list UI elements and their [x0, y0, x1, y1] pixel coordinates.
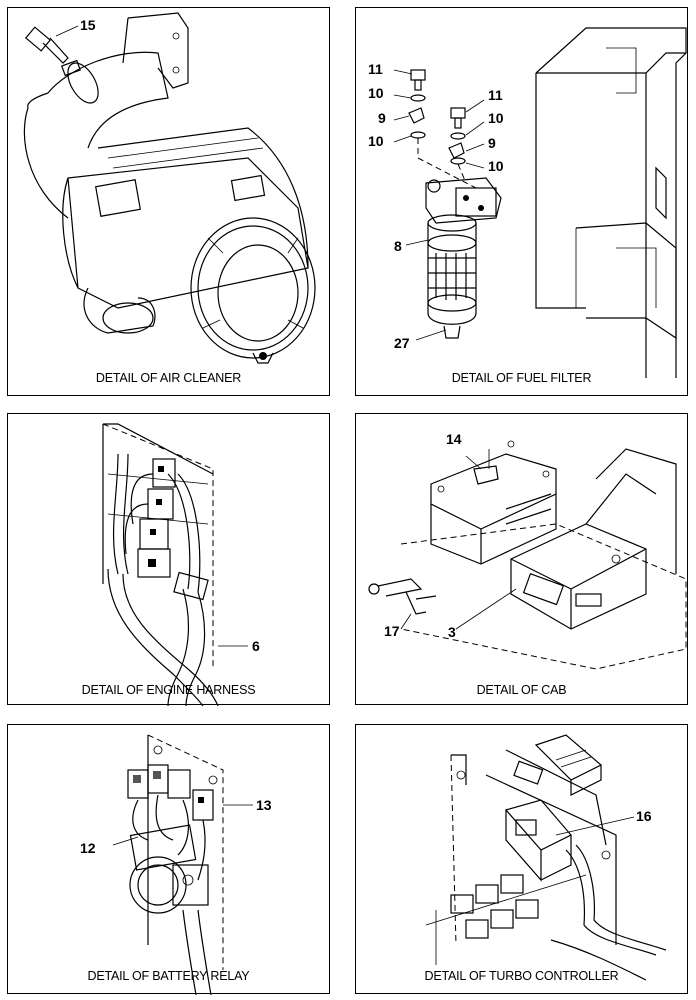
- cab-drawing: 14 17 3: [368, 431, 687, 670]
- panel-battery-relay: 13 12 DETAIL OF BATTERY RELAY: [7, 724, 330, 995]
- callout-3: 3: [448, 624, 456, 640]
- callout-9-a: 9: [378, 110, 386, 126]
- callout-10-a: 10: [368, 85, 384, 101]
- callout-11-b: 11: [488, 87, 503, 103]
- panel-engine-harness: 6 DETAIL OF ENGINE HARNESS: [7, 413, 330, 706]
- turbo-controller-drawing: 16: [425, 734, 667, 981]
- callout-10-b: 10: [368, 133, 384, 149]
- caption-engine-harness: DETAIL OF ENGINE HARNESS: [81, 683, 256, 697]
- panel-turbo-controller: 16 DETAIL OF TURBO CONTROLLER: [355, 724, 688, 994]
- panel-fuel-filter: 11 10 9 10 11 10 9 10 8 27 DETAIL OF FUE…: [355, 7, 688, 396]
- callout-14: 14: [446, 431, 462, 447]
- callout-16: 16: [636, 808, 652, 824]
- caption-cab: DETAIL OF CAB: [476, 683, 567, 697]
- callout-9-b: 9: [488, 135, 496, 151]
- callout-6: 6: [252, 638, 260, 654]
- air-cleaner-drawing: 15: [23, 12, 316, 364]
- callout-11-a: 11: [368, 61, 383, 77]
- caption-battery-relay: DETAIL OF BATTERY RELAY: [87, 969, 250, 983]
- panel-cab: 14 17 3 DETAIL OF CAB: [355, 413, 688, 705]
- battery-relay-drawing: 13 12: [80, 734, 272, 995]
- callout-10-c: 10: [488, 110, 504, 126]
- callout-27: 27: [394, 335, 410, 351]
- callout-12: 12: [80, 840, 96, 856]
- callout-13: 13: [256, 797, 272, 813]
- caption-fuel-filter: DETAIL OF FUEL FILTER: [451, 371, 592, 385]
- callout-10-d: 10: [488, 158, 504, 174]
- caption-turbo-controller: DETAIL OF TURBO CONTROLLER: [424, 969, 619, 983]
- callout-17: 17: [384, 623, 400, 639]
- fuel-filter-drawing: 11 10 9 10 11 10 9 10 8 27: [368, 27, 687, 378]
- callout-15: 15: [80, 17, 96, 33]
- panel-air-cleaner: 15 DETAIL OF AIR CLEANER: [7, 7, 330, 396]
- engine-harness-drawing: 6: [102, 423, 260, 706]
- callout-8: 8: [394, 238, 402, 254]
- caption-air-cleaner: DETAIL OF AIR CLEANER: [95, 371, 242, 385]
